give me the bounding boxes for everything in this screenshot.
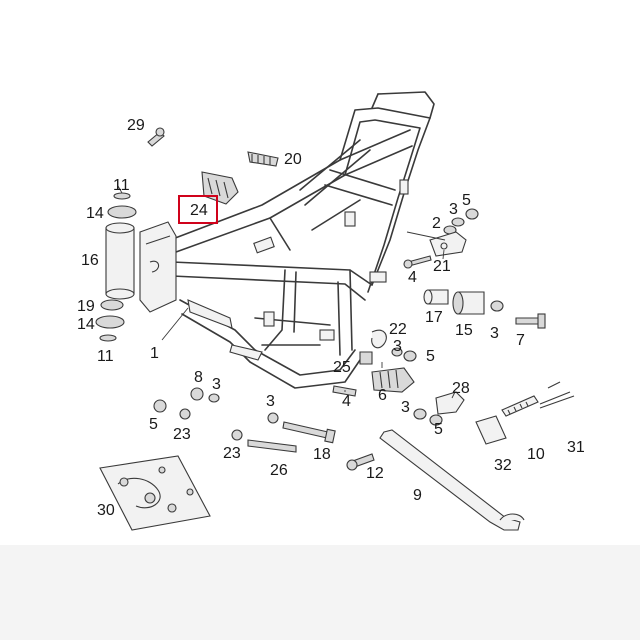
label-23-b: 23 <box>223 445 241 462</box>
label-26: 26 <box>270 462 288 479</box>
label-19: 19 <box>77 298 95 315</box>
part-30-kit <box>99 455 211 531</box>
label-10: 10 <box>527 446 545 463</box>
part-19 <box>100 299 124 311</box>
sidestand-spring-parts <box>413 381 575 445</box>
part-18-bolt <box>282 421 329 439</box>
label-14-bottom: 14 <box>77 316 95 333</box>
part-9-sidestand <box>379 429 521 531</box>
label-11-top: 11 <box>113 177 130 194</box>
label-6: 6 <box>378 387 387 404</box>
part-31-spring <box>539 391 571 405</box>
label-15: 15 <box>455 322 473 339</box>
label-25: 25 <box>333 359 351 376</box>
label-5-b: 5 <box>426 348 435 365</box>
part-22-spring <box>371 329 387 349</box>
label-17: 17 <box>425 309 443 326</box>
label-3-e: 3 <box>266 393 275 410</box>
label-3-a: 3 <box>449 201 458 218</box>
steering-bearing-parts <box>95 192 137 342</box>
part-26-bolt <box>247 439 297 453</box>
label-30: 30 <box>97 502 115 519</box>
part-16-tube <box>105 227 135 295</box>
label-3-b: 3 <box>490 325 499 342</box>
label-3-f: 3 <box>401 399 410 416</box>
part-8-nut <box>190 387 204 401</box>
label-16: 16 <box>81 252 99 269</box>
part-6-peg <box>371 367 415 393</box>
highlight-box-24 <box>178 195 218 224</box>
left-fastener-parts <box>153 387 220 420</box>
label-21: 21 <box>433 258 451 275</box>
diagram-canvas: 29 20 11 14 16 19 14 11 1 24 2 3 5 21 4 … <box>77 91 585 531</box>
label-8: 8 <box>194 369 203 386</box>
label-31: 31 <box>567 439 585 456</box>
label-23-a: 23 <box>173 426 191 443</box>
label-28: 28 <box>452 380 470 397</box>
part-14-top <box>107 205 137 219</box>
part-23-washer <box>179 408 191 420</box>
label-3-d: 3 <box>212 376 221 393</box>
label-5-a: 5 <box>462 192 471 209</box>
part-7-bolt <box>515 317 541 325</box>
part-32-bushing <box>475 415 507 445</box>
leader-lines <box>107 185 456 399</box>
label-24: 24 <box>190 202 208 219</box>
footpeg-parts <box>147 127 279 205</box>
rear-bracket-parts <box>403 208 479 269</box>
label-9: 9 <box>413 487 422 504</box>
label-4-a: 4 <box>408 269 417 286</box>
part-labels: 29 20 11 14 16 19 14 11 1 24 2 3 5 21 4 … <box>77 117 585 519</box>
label-3-c: 3 <box>393 338 402 355</box>
label-4-b: 4 <box>342 393 351 410</box>
part-25 <box>359 351 373 365</box>
footrest-parts <box>359 329 417 393</box>
label-18: 18 <box>313 446 331 463</box>
part-24-peg <box>201 171 239 205</box>
part-14-bottom <box>95 315 125 329</box>
main-frame <box>139 91 435 389</box>
label-29: 29 <box>127 117 145 134</box>
part-3-washer <box>490 300 504 312</box>
part-5-nut <box>153 399 167 413</box>
part-11-bottom <box>99 334 117 342</box>
label-22: 22 <box>389 321 407 338</box>
part-4-bolt-b <box>332 385 357 397</box>
label-14-top: 14 <box>86 205 104 222</box>
label-5-c: 5 <box>149 416 158 433</box>
label-11-bottom: 11 <box>97 348 114 365</box>
part-10-spring <box>501 395 539 417</box>
label-2: 2 <box>432 215 441 232</box>
sidestand-parts <box>346 429 525 531</box>
label-20: 20 <box>284 151 302 168</box>
part-28-bracket <box>435 391 465 415</box>
frame-exploded-diagram: 29 20 11 14 16 19 14 11 1 24 2 3 5 21 4 … <box>77 91 585 531</box>
bushing-parts <box>423 289 546 329</box>
label-1: 1 <box>150 345 159 362</box>
label-7: 7 <box>516 332 525 349</box>
label-5-d: 5 <box>434 421 443 438</box>
label-12: 12 <box>366 465 384 482</box>
swingarm-bolt-parts <box>231 385 357 453</box>
footer-band <box>0 545 640 640</box>
part-21-bracket <box>429 231 467 257</box>
label-32: 32 <box>494 457 512 474</box>
